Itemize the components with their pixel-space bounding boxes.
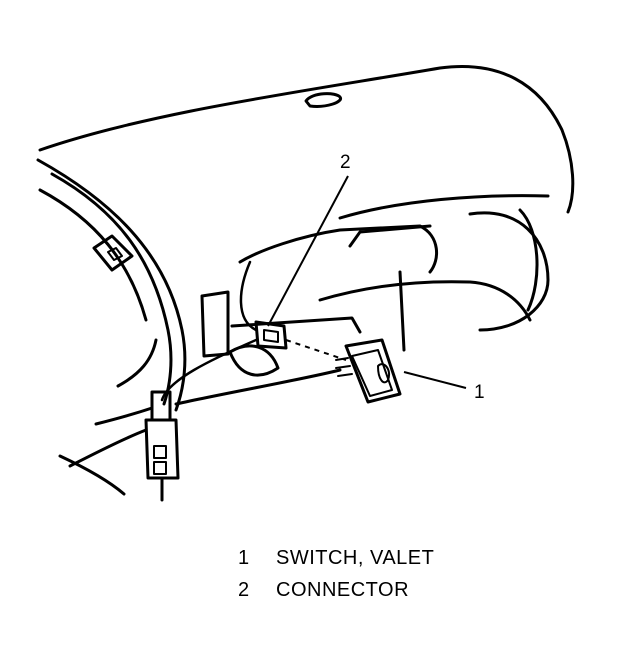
valet-switch-terminals xyxy=(335,357,353,377)
bracket-hole xyxy=(107,247,123,261)
a-pillar-outer xyxy=(36,158,187,412)
kick-panel-curve xyxy=(116,338,158,388)
valet-switch-rocker xyxy=(377,363,390,384)
glovebox-front xyxy=(318,280,532,322)
lower-dash-panel xyxy=(238,224,439,274)
floor-line-left xyxy=(58,454,126,496)
a-pillar-trim xyxy=(38,188,148,322)
dashboard-rear-lip xyxy=(338,194,550,220)
legend-label: CONNECTOR xyxy=(276,579,410,601)
right-side-panel xyxy=(468,211,550,332)
switch-bezel xyxy=(200,290,230,358)
legend-label: SWITCH, VALET xyxy=(276,547,435,569)
connector-body xyxy=(254,320,288,350)
wire-harness-lower xyxy=(160,338,258,402)
legend-number: 1 xyxy=(238,547,250,569)
valet-switch-housing xyxy=(344,338,402,404)
connector-cavity-a xyxy=(153,445,167,459)
valet-switch-illustration: 1 2 xyxy=(36,65,575,502)
callout-number-2: 2 xyxy=(340,152,351,173)
right-side-panel-inner xyxy=(518,208,539,312)
pillar-bracket xyxy=(92,234,134,272)
leader-line-2 xyxy=(267,175,349,327)
valet-switch-face xyxy=(351,349,393,397)
mount-bracket xyxy=(228,344,280,377)
vent-slot xyxy=(304,92,343,108)
legend-number: 2 xyxy=(238,579,250,601)
alignment-dashed-line xyxy=(285,339,347,361)
legend-item-1: 1 SWITCH, VALET xyxy=(238,542,434,574)
dashboard-top-edge xyxy=(38,65,575,214)
knee-bolster xyxy=(348,224,432,248)
under-panel-edge xyxy=(174,368,342,406)
floor-line-kick xyxy=(68,428,148,468)
glovebox-door xyxy=(398,270,406,352)
pillar-connector-lower xyxy=(144,418,180,480)
callout-number-1: 1 xyxy=(474,382,485,403)
a-pillar-inner xyxy=(50,172,173,406)
callout-legend: 1 SWITCH, VALET 2 CONNECTOR xyxy=(238,542,434,606)
connector-cavity-b xyxy=(153,461,167,475)
legend-item-2: 2 CONNECTOR xyxy=(238,574,434,606)
connector-tab xyxy=(263,329,279,343)
kick-panel xyxy=(94,406,154,426)
wire-harness-upper xyxy=(239,260,258,332)
leader-line-1 xyxy=(403,371,467,389)
lower-shelf xyxy=(230,316,362,334)
